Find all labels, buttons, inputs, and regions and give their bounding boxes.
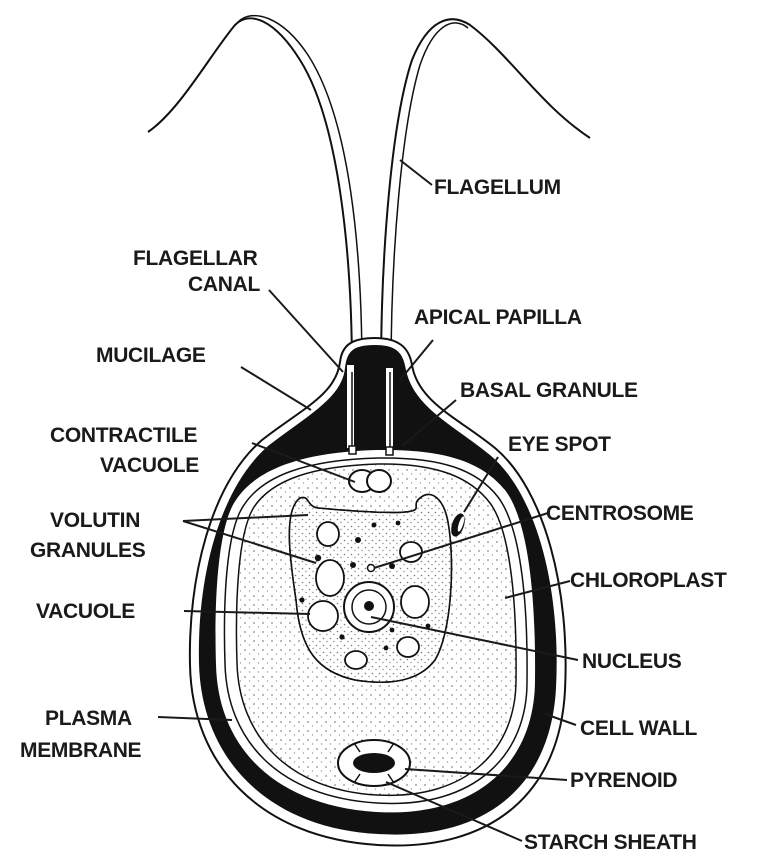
label-plasma-membrane-line1: PLASMA (45, 707, 132, 730)
label-starch-sheath: STARCH SHEATH (524, 831, 697, 854)
pyrenoid (338, 740, 410, 786)
label-plasma-membrane-line2: MEMBRANE (20, 739, 142, 762)
label-nucleus: NUCLEUS (582, 650, 682, 673)
label-contractile-vacuole-line2: VACUOLE (100, 454, 199, 477)
label-mucilage: MUCILAGE (96, 344, 206, 367)
label-flagellum: FLAGELLUM (434, 176, 561, 199)
basal-granule-left (349, 446, 356, 454)
nucleus (344, 582, 394, 632)
centrosome (368, 565, 375, 572)
label-apical-papilla: APICAL PAPILLA (414, 306, 582, 329)
label-pyrenoid: PYRENOID (570, 769, 677, 792)
label-centrosome: CENTROSOME (546, 502, 694, 525)
label-flagellar-canal-line2: CANAL (188, 273, 260, 296)
label-volutin-granules-line1: VOLUTIN (50, 509, 140, 532)
label-volutin-granules-line2: GRANULES (30, 539, 146, 562)
label-eye-spot: EYE SPOT (508, 433, 611, 456)
basal-granule-right (386, 447, 393, 455)
label-vacuole: VACUOLE (36, 600, 135, 623)
contractile-vacuole (349, 470, 391, 492)
label-chloroplast: CHLOROPLAST (570, 569, 727, 592)
label-basal-granule: BASAL GRANULE (460, 379, 638, 402)
label-cell-wall: CELL WALL (580, 717, 698, 740)
label-flagellar-canal-line1: FLAGELLAR (133, 247, 258, 270)
label-contractile-vacuole-line1: CONTRACTILE (50, 424, 197, 447)
